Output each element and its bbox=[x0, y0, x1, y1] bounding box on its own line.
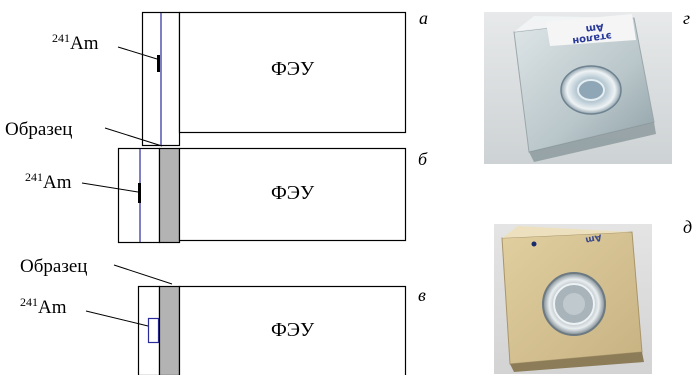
source-leader-a bbox=[117, 46, 158, 60]
source-leader-b bbox=[81, 182, 139, 193]
sample-label-c: Образец bbox=[20, 256, 88, 277]
sample-label-b: Образец bbox=[5, 119, 73, 140]
sample-leader-c bbox=[113, 264, 173, 285]
svg-text:Am: Am bbox=[584, 231, 602, 244]
panel-letter-e: д bbox=[683, 217, 693, 237]
schematic-b bbox=[81, 127, 407, 244]
pmt-box-b bbox=[178, 147, 407, 242]
pmt-box-c bbox=[178, 285, 407, 375]
sample-layer-b bbox=[158, 147, 181, 244]
schematic-c bbox=[85, 264, 407, 375]
schematic-drawings bbox=[81, 11, 407, 375]
panel-letter-b: б bbox=[418, 149, 428, 169]
am-source-a bbox=[157, 55, 160, 72]
sample-layer-c bbox=[158, 285, 181, 375]
svg-text:Am: Am bbox=[585, 21, 605, 34]
panel-letter-d: г bbox=[683, 8, 691, 28]
am-source-c bbox=[147, 317, 160, 344]
source-leader-c bbox=[85, 310, 149, 327]
panel-letter-a: а bbox=[419, 8, 428, 28]
source-label-c: 241Am bbox=[20, 295, 67, 318]
am-source-b bbox=[138, 183, 141, 203]
pmt-label-b: ФЭУ bbox=[271, 182, 315, 204]
sample-leader-b bbox=[104, 127, 163, 147]
source-label-b: 241Am bbox=[25, 170, 72, 193]
photo-reference-source: Am эталон bbox=[484, 12, 672, 164]
panel-letter-c: в bbox=[418, 285, 426, 305]
pmt-label-a: ФЭУ bbox=[271, 58, 315, 80]
source-label-a: 241Am bbox=[52, 31, 99, 54]
photo-sample-on-source: Am bbox=[494, 224, 652, 374]
svg-text:эталон: эталон bbox=[572, 30, 613, 46]
pmt-label-c: ФЭУ bbox=[271, 319, 315, 341]
schematic-a bbox=[117, 11, 407, 147]
pmt-box-a bbox=[178, 11, 407, 134]
